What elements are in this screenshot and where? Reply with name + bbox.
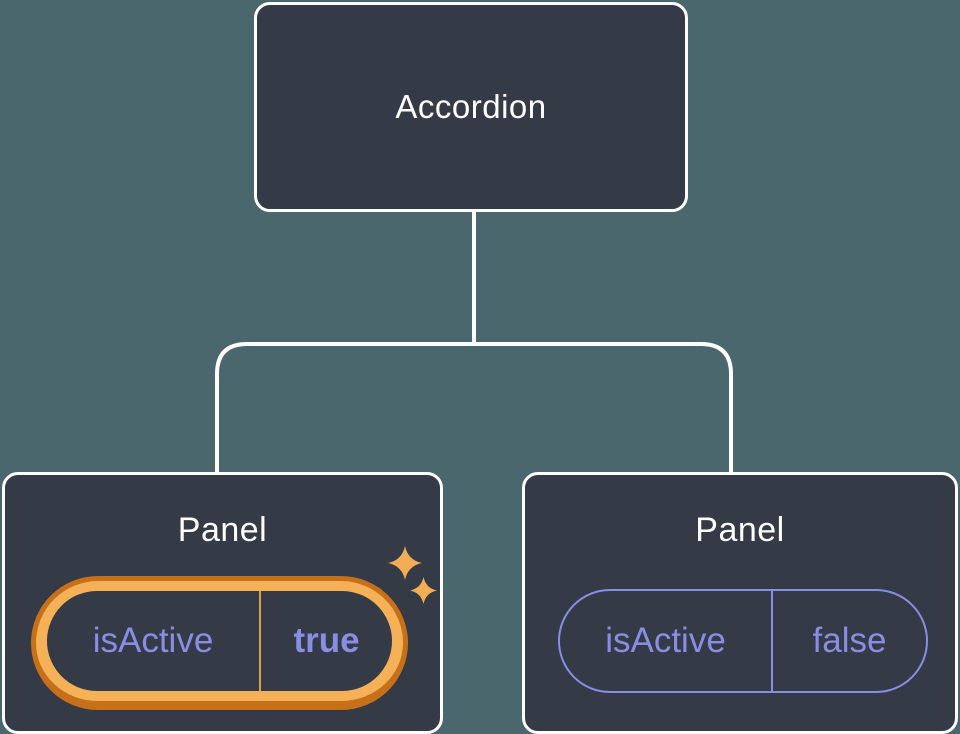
state-name: isActive <box>92 621 214 660</box>
state-name: isActive <box>605 621 726 660</box>
state-pill-inactive: isActive false <box>558 589 928 693</box>
panel-label: Panel <box>695 511 785 549</box>
sparkle-icon <box>410 577 437 604</box>
accordion-label: Accordion <box>395 88 547 125</box>
panel-label: Panel <box>177 511 268 549</box>
component-box-panel-inactive: Panel isActive false <box>522 472 958 734</box>
state-value: true <box>293 621 360 660</box>
state-value: false <box>812 621 887 660</box>
component-box-panel-active: Panel isActive true <box>2 472 443 734</box>
state-highlight-ring: isActive true <box>31 576 408 710</box>
state-pill-active: isActive true <box>47 591 392 691</box>
pill-divider <box>771 591 773 691</box>
component-box-accordion: Accordion <box>254 2 688 212</box>
sparkle-icon <box>388 546 422 580</box>
pill-divider <box>259 591 261 691</box>
